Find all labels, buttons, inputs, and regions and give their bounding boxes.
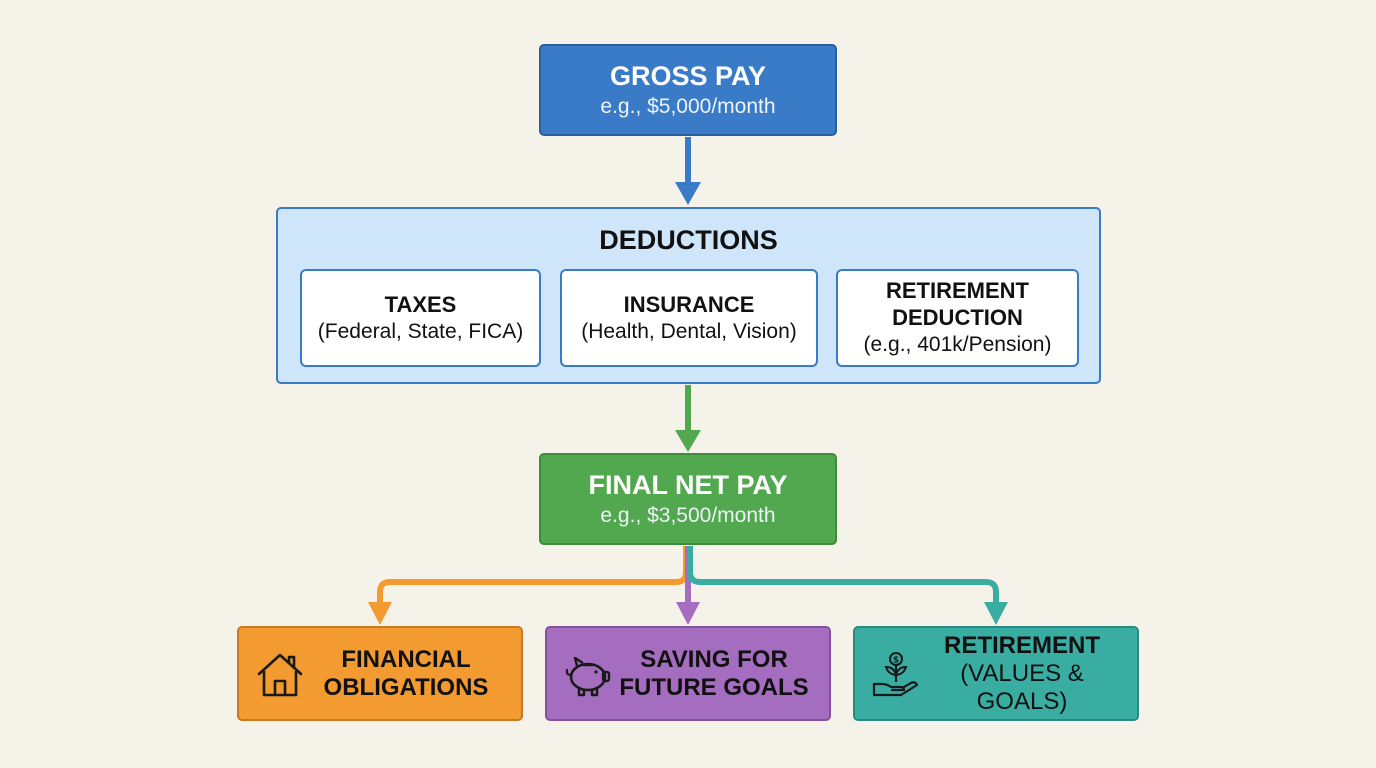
insurance-title: INSURANCE [623, 291, 755, 317]
saving-future-goals-line2: FUTURE GOALS [619, 673, 809, 701]
retirement-values-goals-box: $ RETIREMENT (VALUES & GOALS) [853, 626, 1139, 721]
taxes-detail: (Federal, State, FICA) [317, 319, 524, 343]
net-pay-box: FINAL NET PAY e.g., $3,500/month [539, 453, 837, 545]
retirement-values-goals-label: RETIREMENT (VALUES & GOALS) [915, 628, 1129, 719]
arrow-net-to-financial [368, 546, 689, 625]
deductions-title: DEDUCTIONS [599, 225, 778, 255]
piggy-bank-icon [565, 656, 611, 697]
svg-text:$: $ [893, 656, 899, 666]
saving-future-goals-label: SAVING FOR FUTURE GOALS [607, 628, 821, 719]
saving-future-goals-box: SAVING FOR FUTURE GOALS [545, 626, 831, 721]
arrow-deductions-to-net [675, 385, 701, 452]
financial-obligations-line1: FINANCIAL [341, 645, 471, 673]
net-pay-example: e.g., $3,500/month [600, 504, 776, 527]
insurance-box: INSURANCE (Health, Dental, Vision) [560, 269, 818, 367]
deductions-box: DEDUCTIONS TAXES (Federal, State, FICA) … [276, 207, 1101, 384]
retirement-deduction-detail: (e.g., 401k/Pension) [863, 333, 1052, 356]
saving-future-goals-line1: SAVING FOR [640, 645, 788, 673]
retirement-deduction-box: RETIREMENT DEDUCTION (e.g., 401k/Pension… [836, 269, 1079, 367]
financial-obligations-label: FINANCIAL OBLIGATIONS [299, 628, 513, 719]
gross-pay-title: GROSS PAY [609, 61, 767, 91]
financial-obligations-box: FINANCIAL OBLIGATIONS [237, 626, 523, 721]
money-plant-hand-icon: $ [872, 652, 919, 697]
retirement-values-goals-line1: RETIREMENT [944, 631, 1100, 659]
taxes-box: TAXES (Federal, State, FICA) [300, 269, 541, 367]
retirement-deduction-title-line1: RETIREMENT [886, 278, 1029, 303]
gross-pay-example: e.g., $5,000/month [600, 95, 776, 118]
arrow-gross-to-deductions [675, 137, 701, 205]
house-icon [257, 653, 303, 697]
arrow-net-to-retirement [687, 546, 1008, 625]
gross-pay-box: GROSS PAY e.g., $5,000/month [539, 44, 837, 136]
retirement-values-goals-line2: (VALUES & GOALS) [960, 659, 1084, 715]
financial-obligations-line2: OBLIGATIONS [323, 673, 489, 701]
retirement-deduction-title-line2: DEDUCTION [892, 305, 1023, 330]
net-pay-title: FINAL NET PAY [588, 470, 788, 500]
insurance-detail: (Health, Dental, Vision) [581, 319, 797, 343]
taxes-title: TAXES [384, 291, 457, 317]
arrow-net-to-saving [676, 546, 700, 625]
